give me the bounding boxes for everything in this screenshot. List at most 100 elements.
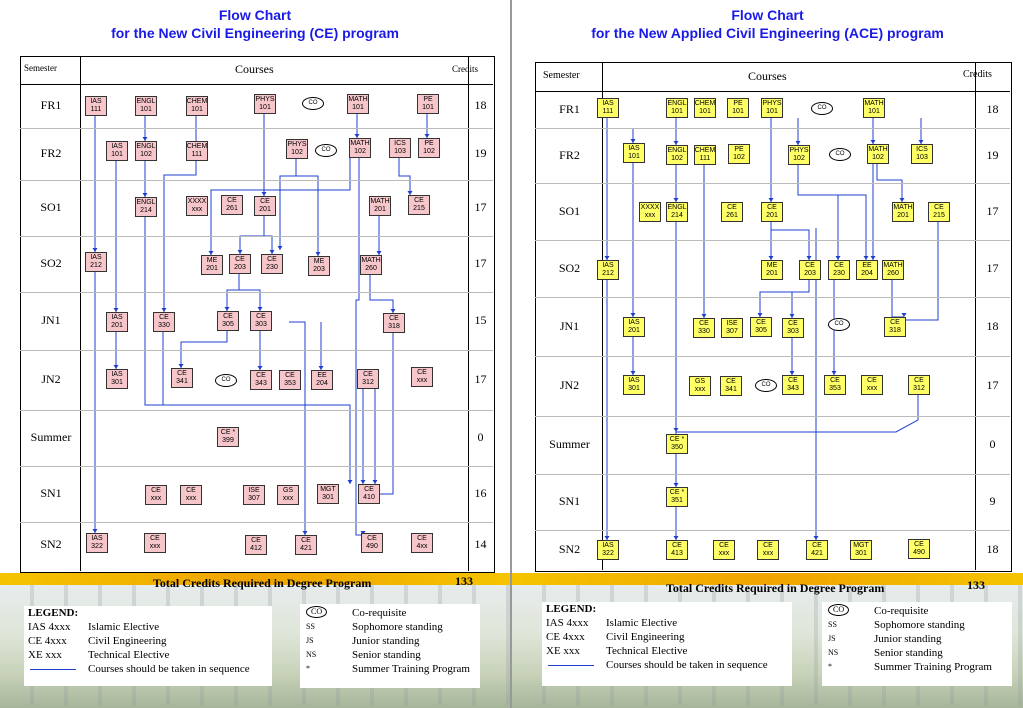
course-dept: CE * xyxy=(669,489,685,496)
row-separator xyxy=(535,530,1010,531)
course-number: 111 xyxy=(602,108,614,115)
course-dept: CE xyxy=(150,535,160,542)
row-separator xyxy=(535,297,1010,298)
ce-flowchart-panel: Flow Chart for the New Civil Engineering… xyxy=(0,0,510,708)
legend-symbol-description: Sophomore standing xyxy=(874,619,965,631)
course-dept: CHEM xyxy=(186,143,208,150)
corequisite-marker: CO xyxy=(302,97,324,110)
course-dept: CE xyxy=(756,319,766,326)
semester-label: JN2 xyxy=(41,372,61,386)
legend-key: XE xxx xyxy=(28,649,62,661)
course-number: 230 xyxy=(833,270,845,277)
course-box: CE *351 xyxy=(666,487,688,507)
course-dept: CE xyxy=(719,542,729,549)
credits-value: 19 xyxy=(474,146,487,160)
corequisite-marker: CO xyxy=(811,102,833,115)
legend-description: Islamic Elective xyxy=(606,617,678,629)
course-number: 318 xyxy=(889,327,901,334)
course-dept: CHEM xyxy=(694,100,716,107)
course-dept: PHYS xyxy=(789,147,809,154)
course-number: 101 xyxy=(259,104,271,111)
course-dept: CE xyxy=(267,256,277,263)
course-dept: CE xyxy=(417,535,427,542)
course-dept: CE xyxy=(727,204,737,211)
course-number: 261 xyxy=(226,205,238,212)
course-number: xxx xyxy=(694,386,706,393)
semester-label: FR1 xyxy=(559,101,580,116)
course-number: 201 xyxy=(374,206,386,213)
course-dept: CE xyxy=(364,486,374,493)
credits-header: Credits xyxy=(963,69,992,80)
course-dept: ISE xyxy=(248,487,260,494)
course-number: 203 xyxy=(804,270,816,277)
course-dept: IAS xyxy=(602,542,614,549)
course-dept: PE xyxy=(734,146,744,153)
credits-value: 17 xyxy=(986,260,999,275)
course-number: 101 xyxy=(111,151,123,158)
course-dept: PE xyxy=(423,96,433,103)
semester-label: FR2 xyxy=(40,146,62,160)
row-separator xyxy=(535,128,1010,129)
course-number: 301 xyxy=(322,494,334,501)
course-dept: MGT xyxy=(320,486,336,493)
corequisite-marker: CO xyxy=(755,379,777,392)
course-number: 260 xyxy=(887,270,899,277)
course-dept: ENGL xyxy=(667,100,687,107)
course-number: xxx xyxy=(866,385,878,392)
course-dept: CE xyxy=(830,377,840,384)
legend-description: Islamic Elective xyxy=(88,621,160,633)
course-dept: ENGL xyxy=(136,143,156,150)
course-number: 261 xyxy=(726,212,738,219)
course-number: 305 xyxy=(222,321,234,328)
semester-label: JN1 xyxy=(559,318,580,333)
course-dept: CE xyxy=(788,377,798,384)
legend-description: Civil Engineering xyxy=(606,631,685,643)
course-dept: MATH xyxy=(370,198,390,205)
course-number: xxx xyxy=(149,543,161,550)
course-number: xxx xyxy=(150,495,162,502)
course-dept: CE xyxy=(186,487,196,494)
course-number: xxx xyxy=(282,495,294,502)
course-number: 399 xyxy=(222,437,234,444)
course-number: 101 xyxy=(671,108,683,115)
course-dept: IAS xyxy=(90,98,102,105)
course-dept: CE xyxy=(389,315,399,322)
course-number: 201 xyxy=(766,212,778,219)
legend-description: Courses should be taken in sequence xyxy=(606,659,768,671)
course-dept: CE xyxy=(767,204,777,211)
legend-key: IAS 4xxx xyxy=(28,621,71,633)
course-dept: CE xyxy=(223,313,233,320)
legend-symbol: NS xyxy=(828,648,839,657)
course-dept: MATH xyxy=(361,257,381,264)
course-dept: CE xyxy=(726,378,736,385)
row-separator xyxy=(20,350,493,351)
